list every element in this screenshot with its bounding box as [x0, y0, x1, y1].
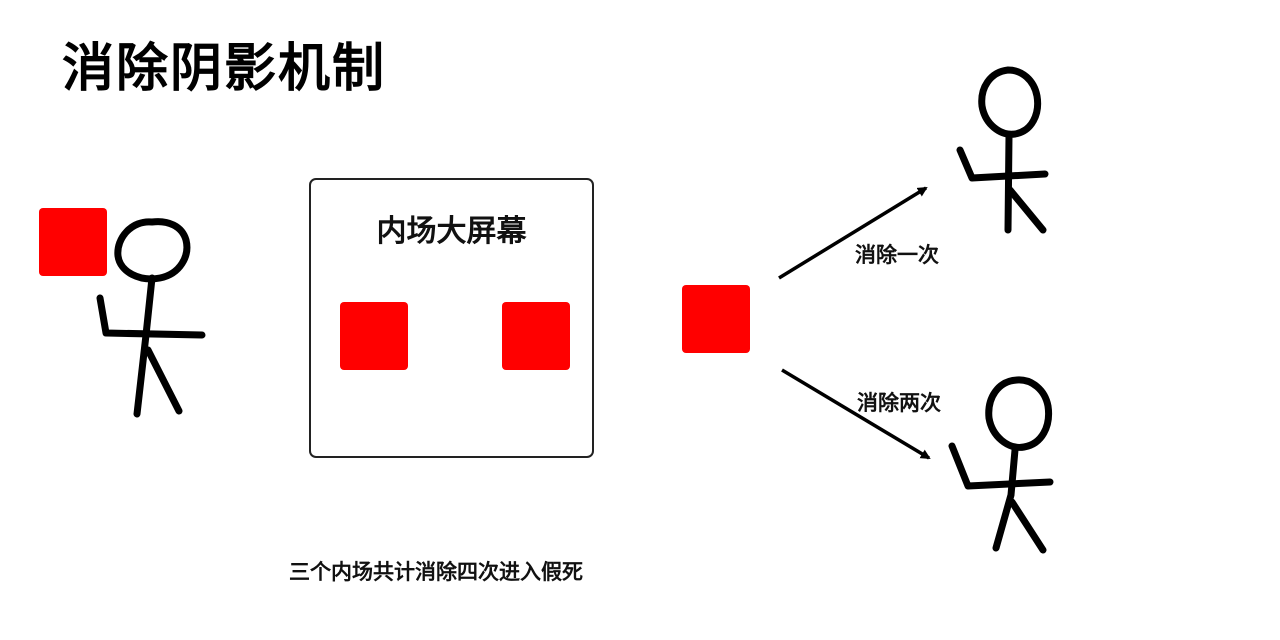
- arrow-icon: [781, 368, 931, 460]
- screen-shadow-square-1: [340, 302, 408, 370]
- stick-figure-icon: [948, 376, 1054, 554]
- screen-label: 内场大屏幕: [376, 214, 527, 249]
- footer-note: 三个内场共计消除四次进入假死: [289, 560, 583, 584]
- branch-label-twice: 消除两次: [857, 391, 941, 415]
- stick-figure-icon: [96, 218, 206, 418]
- stick-figure-icon: [956, 66, 1049, 234]
- branch-label-once: 消除一次: [855, 243, 939, 267]
- page-title: 消除阴影机制: [62, 39, 387, 99]
- shadow-square-branch-source: [682, 285, 750, 353]
- shadow-square-left: [39, 208, 107, 276]
- inner-screen-box: 内场大屏幕: [309, 178, 594, 458]
- screen-shadow-square-2: [502, 302, 570, 370]
- arrow-icon: [778, 186, 928, 280]
